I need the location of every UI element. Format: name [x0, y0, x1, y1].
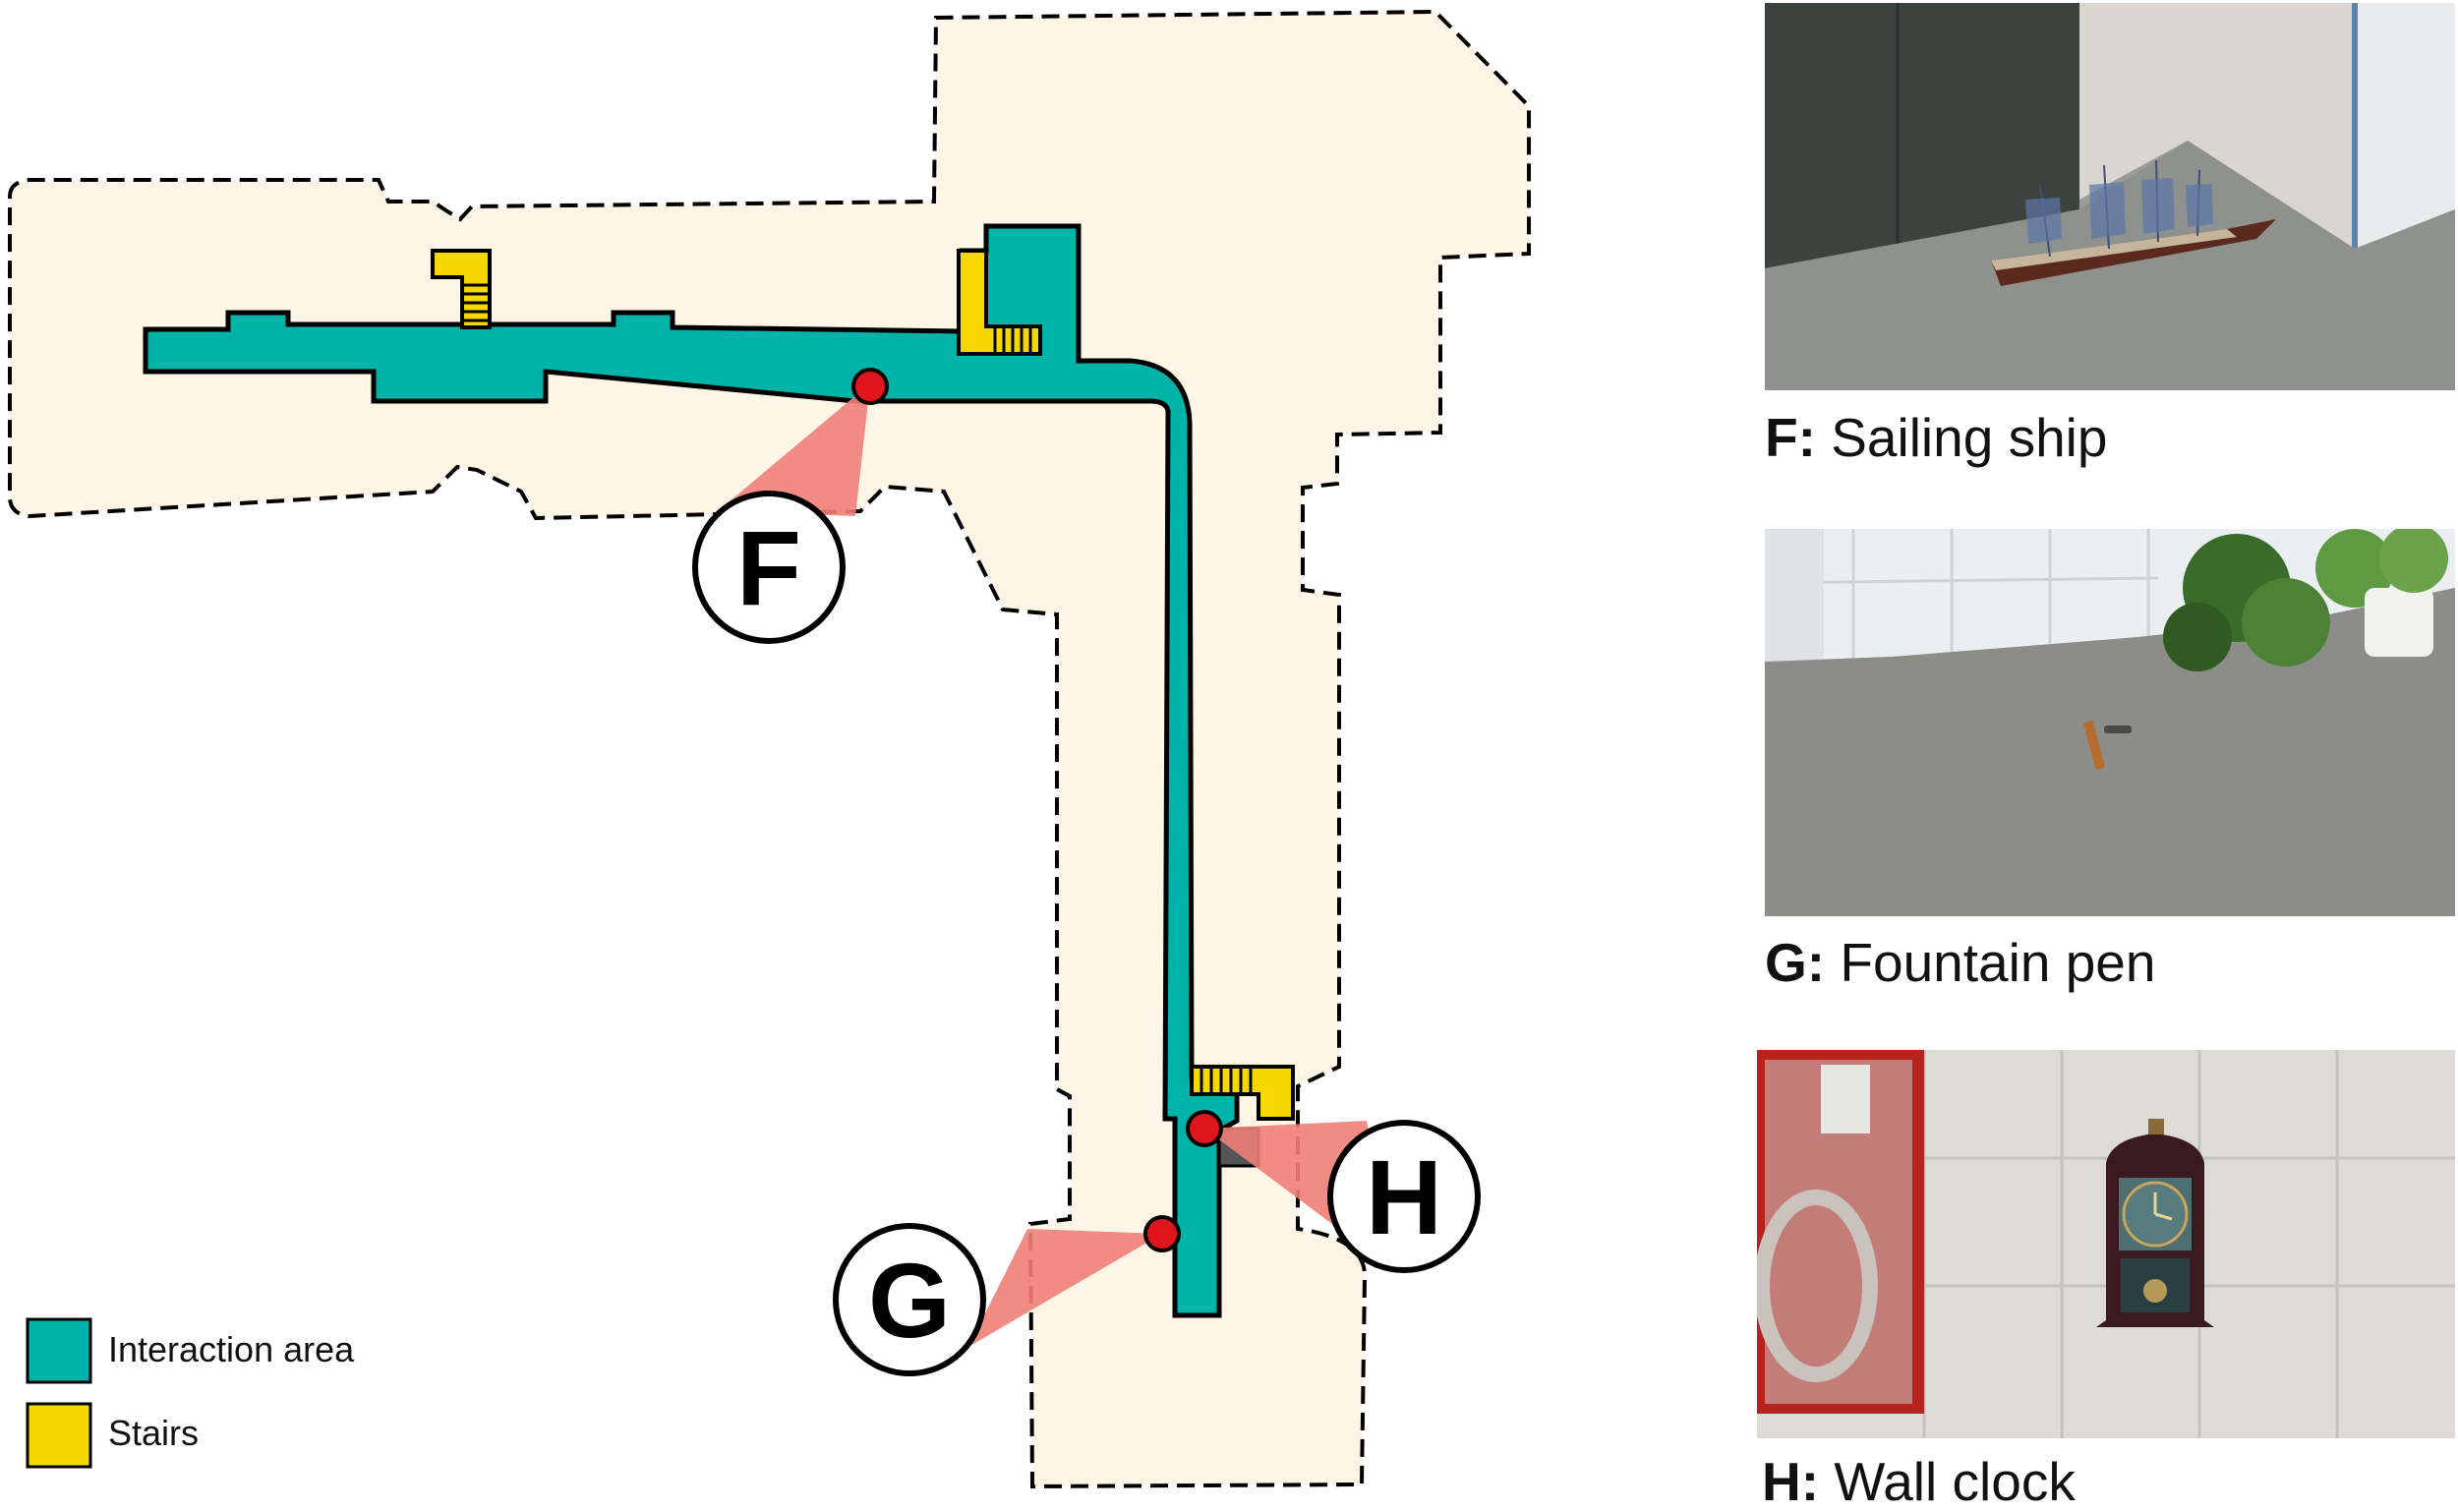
pen — [2083, 721, 2132, 770]
legend-swatch-stairs — [26, 1402, 92, 1469]
camera-point-g — [1143, 1215, 1181, 1252]
caption-wall-clock: H: Wall clock — [1762, 1455, 2076, 1509]
fire-hose-cabinet — [1757, 1050, 1924, 1414]
caption-text-g: Fountain pen — [1840, 932, 2156, 993]
building-floor-outline — [8, 9, 1531, 1489]
legend-swatch-interaction-area — [26, 1317, 92, 1384]
photo-sailing-ship — [1765, 3, 2455, 390]
legend: Interaction area Stairs — [26, 1317, 355, 1469]
stairs-left — [431, 249, 492, 329]
caption-letter-g: G: — [1765, 932, 1826, 993]
marker-h[interactable]: H — [1327, 1120, 1481, 1273]
marker-h-label: H — [1366, 1137, 1442, 1256]
caption-letter-f: F: — [1765, 407, 1816, 468]
photo-wall-clock — [1757, 1050, 2455, 1438]
caption-text-f: Sailing ship — [1831, 407, 2108, 468]
view-cone-f — [718, 383, 870, 516]
caption-fountain-pen: G: Fountain pen — [1765, 936, 2155, 990]
marker-g-label: G — [868, 1241, 951, 1360]
plants — [2163, 529, 2448, 671]
legend-label-stairs: Stairs — [108, 1413, 199, 1453]
clock — [2096, 1119, 2214, 1327]
stairs-bottom — [1190, 1065, 1295, 1121]
ship-model — [1991, 159, 2276, 286]
photo-fountain-pen — [1765, 529, 2455, 916]
caption-letter-h: H: — [1762, 1451, 1820, 1512]
marker-f[interactable]: F — [692, 491, 846, 644]
camera-point-f — [851, 368, 889, 405]
marker-g[interactable]: G — [833, 1223, 986, 1376]
floor-plan-map: F G H Interaction area Stairs — [8, 9, 1531, 1489]
view-cone-g — [968, 1229, 1162, 1347]
marker-f-label: F — [736, 508, 801, 627]
caption-text-h: Wall clock — [1834, 1451, 2076, 1512]
caption-sailing-ship: F: Sailing ship — [1765, 411, 2108, 465]
stairs-middle — [957, 249, 1042, 356]
legend-label-interaction-area: Interaction area — [108, 1329, 355, 1369]
camera-point-h — [1186, 1110, 1223, 1147]
